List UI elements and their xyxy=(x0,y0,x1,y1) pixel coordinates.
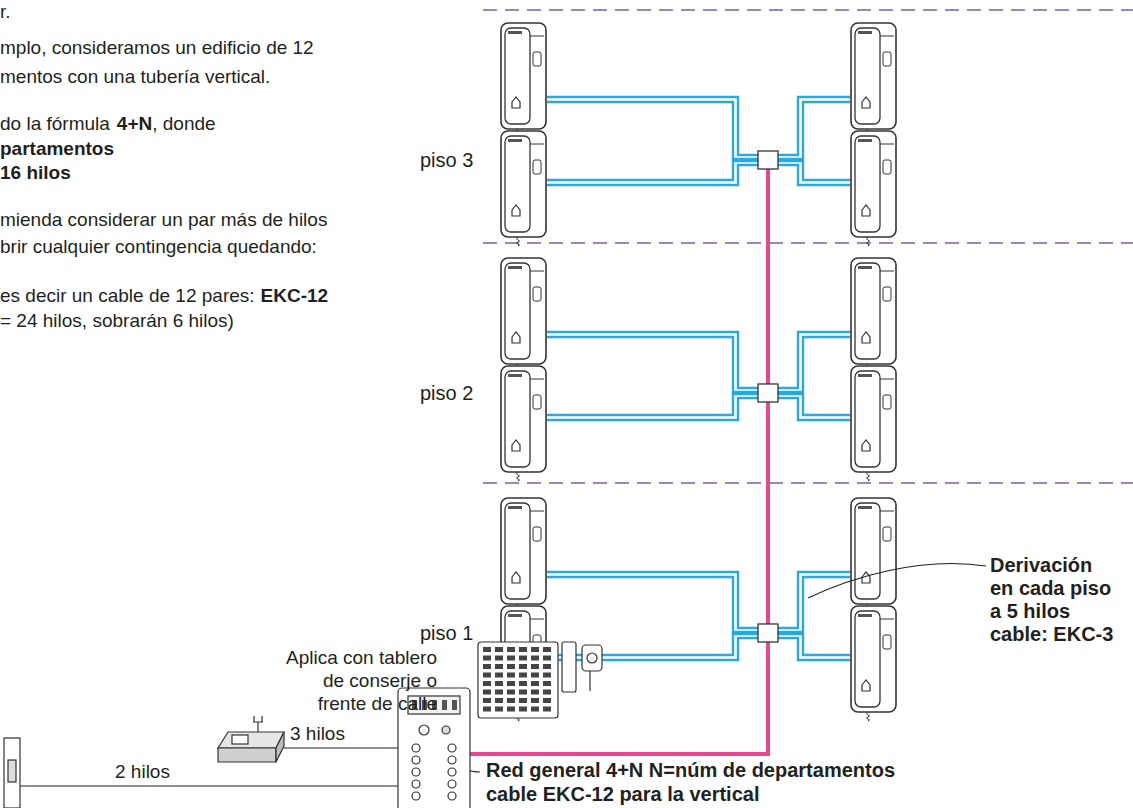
leader-line xyxy=(808,564,986,598)
formula-text: , donde xyxy=(152,112,215,136)
floor-separator xyxy=(483,10,1133,483)
intercom-unit xyxy=(501,23,896,721)
wire-count: 2 hilos xyxy=(115,760,170,784)
floor-label: piso 3 xyxy=(420,148,473,173)
recommendation-text: mienda considerar un par más de hilos br… xyxy=(0,206,331,260)
concierge-note: Aplica con tablero de conserje o frente … xyxy=(272,646,437,715)
wire-count: 3 hilos xyxy=(290,722,345,746)
floor-label: piso 2 xyxy=(420,381,473,406)
formula: 4+N xyxy=(117,112,152,136)
floor-label: piso 1 xyxy=(420,621,473,646)
cable-text: = 24 hilos, sobrarán 6 hilos) xyxy=(0,309,234,333)
intro-text: r. xyxy=(0,0,11,24)
power-supply xyxy=(218,716,284,762)
junction-box xyxy=(758,151,778,642)
riser-callout: Red general 4+N N=núm de departamentos c… xyxy=(486,758,899,806)
riser-cable xyxy=(470,160,768,754)
branch-wires xyxy=(547,97,850,660)
wire xyxy=(284,747,398,748)
formula-result: 16 hilos xyxy=(0,161,71,185)
cable-text: es decir un cable de 12 pares: xyxy=(0,284,255,308)
wire xyxy=(20,785,398,786)
formula-note: partamentos xyxy=(0,137,114,161)
intro-text: mplo, consideramos un edificio de 12 men… xyxy=(0,33,317,91)
cable-model: EKC-12 xyxy=(261,284,329,308)
concierge-board xyxy=(478,642,602,718)
door-lock xyxy=(4,738,20,808)
branch-callout: Derivación en cada piso a 5 hilos cable:… xyxy=(990,554,1117,646)
formula-text: do la fórmula xyxy=(0,112,110,136)
